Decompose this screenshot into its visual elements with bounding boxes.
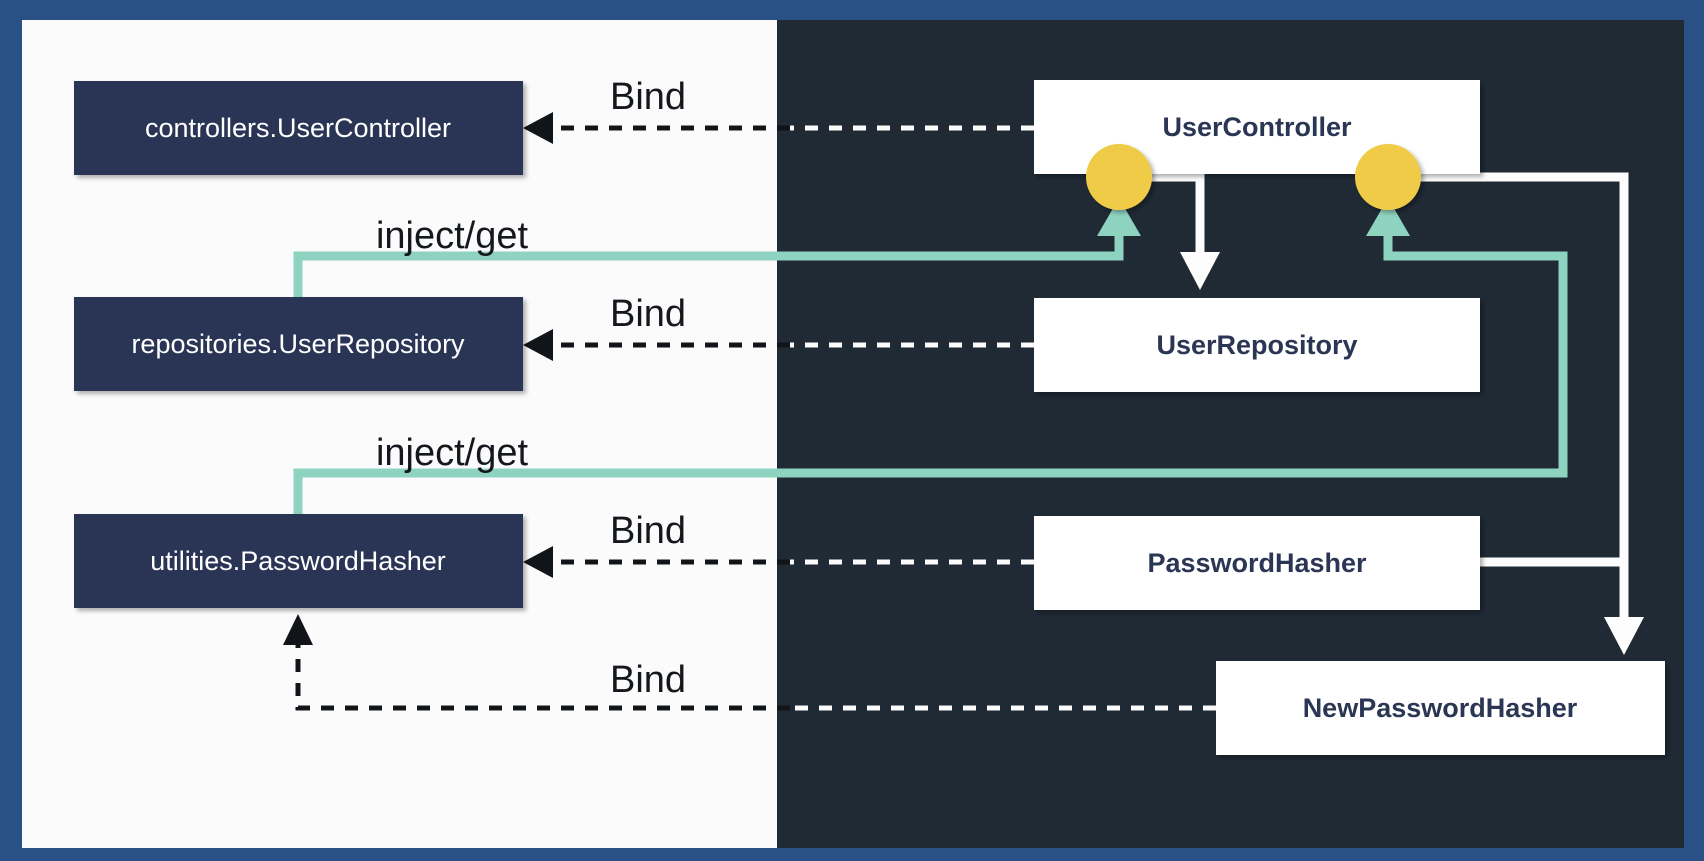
dependency-edge-usercontroller-newpasswordhasher [1388,172,1644,655]
bind-label-userrepository: Bind [610,293,686,335]
node-newpasswordhasher[interactable]: NewPasswordHasher [1216,661,1665,755]
node-userrepository[interactable]: UserRepository [1034,298,1480,392]
node-controllers-usercontroller[interactable]: controllers.UserController [74,81,523,175]
node-label-utilities-passwordhasher: utilities.PasswordHasher [150,546,446,576]
bind-label-usercontroller: Bind [610,76,686,118]
node-label-repositories-userrepository: repositories.UserRepository [131,329,465,359]
bind-edge-newpasswordhasher: Bind [283,614,1216,711]
bind-label-passwordhasher: Bind [610,510,686,552]
inject-label-passwordhasher: inject/get [376,432,529,474]
node-passwordhasher[interactable]: PasswordHasher [1034,516,1480,610]
dependency-slot-marker-1[interactable] [1086,144,1152,210]
bind-label-newpasswordhasher: Bind [610,659,686,701]
node-label-passwordhasher: PasswordHasher [1147,548,1367,578]
node-repositories-userrepository[interactable]: repositories.UserRepository [74,297,523,391]
inject-edge-userrepository: inject/get [293,198,1141,297]
node-label-newpasswordhasher: NewPasswordHasher [1303,693,1578,723]
dependency-slot-marker-2[interactable] [1355,144,1421,210]
bind-edge-usercontroller: Bind [523,76,1034,144]
bind-edge-passwordhasher: Bind [523,510,1034,578]
bind-edge-userrepository: Bind [523,293,1034,361]
inject-edge-passwordhasher: inject/get [293,198,1568,514]
inject-label-userrepository: inject/get [376,215,529,257]
node-label-usercontroller: UserController [1162,112,1352,142]
node-label-controllers-usercontroller: controllers.UserController [145,113,451,143]
node-label-userrepository: UserRepository [1156,330,1357,360]
node-utilities-passwordhasher[interactable]: utilities.PasswordHasher [74,514,523,608]
